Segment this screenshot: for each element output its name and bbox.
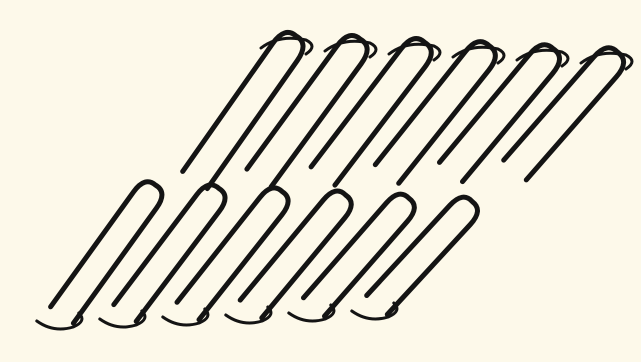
diagram-background xyxy=(0,0,641,362)
knitted-loops-diagram xyxy=(0,0,641,362)
diagram-canvas xyxy=(0,0,641,362)
